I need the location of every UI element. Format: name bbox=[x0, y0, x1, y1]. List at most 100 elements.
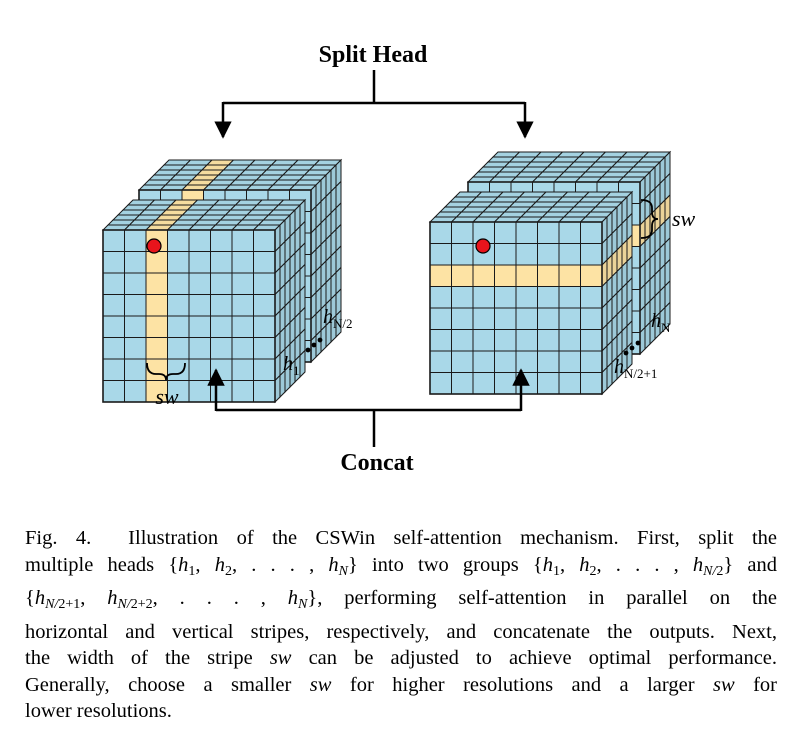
grid-cell bbox=[472, 329, 495, 352]
grid-cell-side bbox=[315, 329, 322, 359]
grid-outline bbox=[429, 221, 603, 395]
grid-cell bbox=[253, 251, 276, 274]
grid-cell bbox=[515, 350, 538, 373]
grid-cell bbox=[429, 243, 452, 266]
stripe-cell bbox=[515, 264, 538, 287]
cswin-diagram: Split Head Concat hN/2 h1 sw sw hN hN/2+… bbox=[101, 42, 696, 476]
grid-cell bbox=[124, 337, 147, 360]
grid-cell bbox=[451, 329, 474, 352]
split-arrows bbox=[214, 70, 534, 139]
grid-cell bbox=[494, 307, 517, 330]
stripe-cell bbox=[451, 264, 474, 287]
grid-cell bbox=[253, 229, 276, 252]
grid-cell bbox=[231, 337, 254, 360]
grid-cell bbox=[102, 272, 125, 295]
caption-text: Generally, choose a smaller bbox=[25, 673, 292, 696]
grid-cell bbox=[253, 380, 276, 403]
ellipsis-dots-left bbox=[305, 337, 323, 353]
grid-cell bbox=[558, 372, 581, 395]
grid-cell bbox=[231, 251, 254, 274]
grid-cell bbox=[253, 272, 276, 295]
head-label-n-half: hN/2 bbox=[323, 306, 353, 331]
grid-cell bbox=[188, 272, 211, 295]
query-point-left bbox=[146, 238, 162, 254]
grid-cell bbox=[231, 358, 254, 381]
caption-text: multiple heads bbox=[25, 553, 155, 576]
grid-cell bbox=[102, 337, 125, 360]
grid-cell bbox=[515, 243, 538, 266]
ellipsis-dots-right bbox=[623, 340, 641, 356]
grid-cell bbox=[231, 380, 254, 403]
grid-cell bbox=[167, 315, 190, 338]
grid-cell-side bbox=[644, 321, 651, 351]
split-head-label: Split Head bbox=[319, 42, 428, 68]
grid-cell bbox=[472, 307, 495, 330]
grid-cell bbox=[451, 286, 474, 309]
caption-line: {hN/2+1, hN/2+2, . . . , hN}, performing… bbox=[25, 585, 777, 619]
grid-cell bbox=[451, 307, 474, 330]
grid-cell bbox=[537, 329, 560, 352]
grid-outline bbox=[102, 229, 276, 403]
grid-cell bbox=[515, 329, 538, 352]
caption-text: and bbox=[747, 553, 777, 576]
math-group-1: {h1, h2, . . . , hN/2} bbox=[532, 553, 734, 579]
grid-cell bbox=[429, 329, 452, 352]
grid-cell bbox=[580, 372, 603, 395]
stripe-cell bbox=[494, 264, 517, 287]
grid-cell bbox=[558, 350, 581, 373]
grid-cell bbox=[429, 286, 452, 309]
grid-cell bbox=[188, 380, 211, 403]
grid-cell bbox=[124, 294, 147, 317]
grid-cell bbox=[210, 251, 233, 274]
grid-cell bbox=[494, 221, 517, 244]
grid-cell bbox=[537, 350, 560, 373]
grid-cell bbox=[494, 286, 517, 309]
query-point-right bbox=[475, 238, 491, 254]
stripe-cell bbox=[580, 264, 603, 287]
grid-cell bbox=[231, 294, 254, 317]
grid-cell bbox=[429, 350, 452, 373]
stripe-width-label-left: sw bbox=[155, 384, 179, 409]
grid-cell bbox=[472, 372, 495, 395]
caption-text: can be adjusted to achieve optimal perfo… bbox=[308, 647, 778, 669]
head-label-n-half-plus-1: hN/2+1 bbox=[614, 356, 657, 381]
grid-cell bbox=[102, 251, 125, 274]
grid-cell bbox=[515, 372, 538, 395]
grid-cell bbox=[188, 251, 211, 274]
stripe-cell bbox=[429, 264, 452, 287]
grid-cell bbox=[188, 229, 211, 252]
grid-cell bbox=[558, 286, 581, 309]
stripe-cell bbox=[145, 315, 168, 338]
grid-cell bbox=[451, 350, 474, 373]
grid-cell bbox=[102, 229, 125, 252]
grid-cell bbox=[210, 315, 233, 338]
left-head-group bbox=[101, 158, 343, 404]
grid-cell bbox=[210, 380, 233, 403]
grid-cell-side bbox=[606, 361, 613, 391]
grid-cell bbox=[231, 272, 254, 295]
grid-cell bbox=[494, 372, 517, 395]
grid-cell bbox=[253, 358, 276, 381]
grid-cell bbox=[537, 372, 560, 395]
grid-cell bbox=[124, 251, 147, 274]
grid-cell bbox=[494, 329, 517, 352]
caption-text: Illustration of the CSWin self-attention… bbox=[128, 527, 777, 549]
grid-cell bbox=[253, 337, 276, 360]
grid-cell bbox=[558, 307, 581, 330]
caption-fig-number: Fig. 4. bbox=[25, 527, 92, 549]
caption-text: into two groups bbox=[371, 553, 519, 576]
grid-cell bbox=[188, 294, 211, 317]
grid-cell bbox=[580, 221, 603, 244]
stripe-cell bbox=[145, 251, 168, 274]
grid-cell bbox=[210, 294, 233, 317]
stripe-cell bbox=[145, 272, 168, 295]
concat-arrows bbox=[207, 368, 530, 447]
grid-cell-side bbox=[299, 349, 306, 379]
grid-cell bbox=[102, 380, 125, 403]
grid-cell bbox=[558, 221, 581, 244]
grid-cell bbox=[210, 358, 233, 381]
grid-cell bbox=[167, 294, 190, 317]
stripe-width-brace-left bbox=[146, 362, 186, 381]
caption-line: multiple heads {h1, h2, . . . , hN} into… bbox=[25, 552, 777, 586]
stripe-cell bbox=[145, 294, 168, 317]
